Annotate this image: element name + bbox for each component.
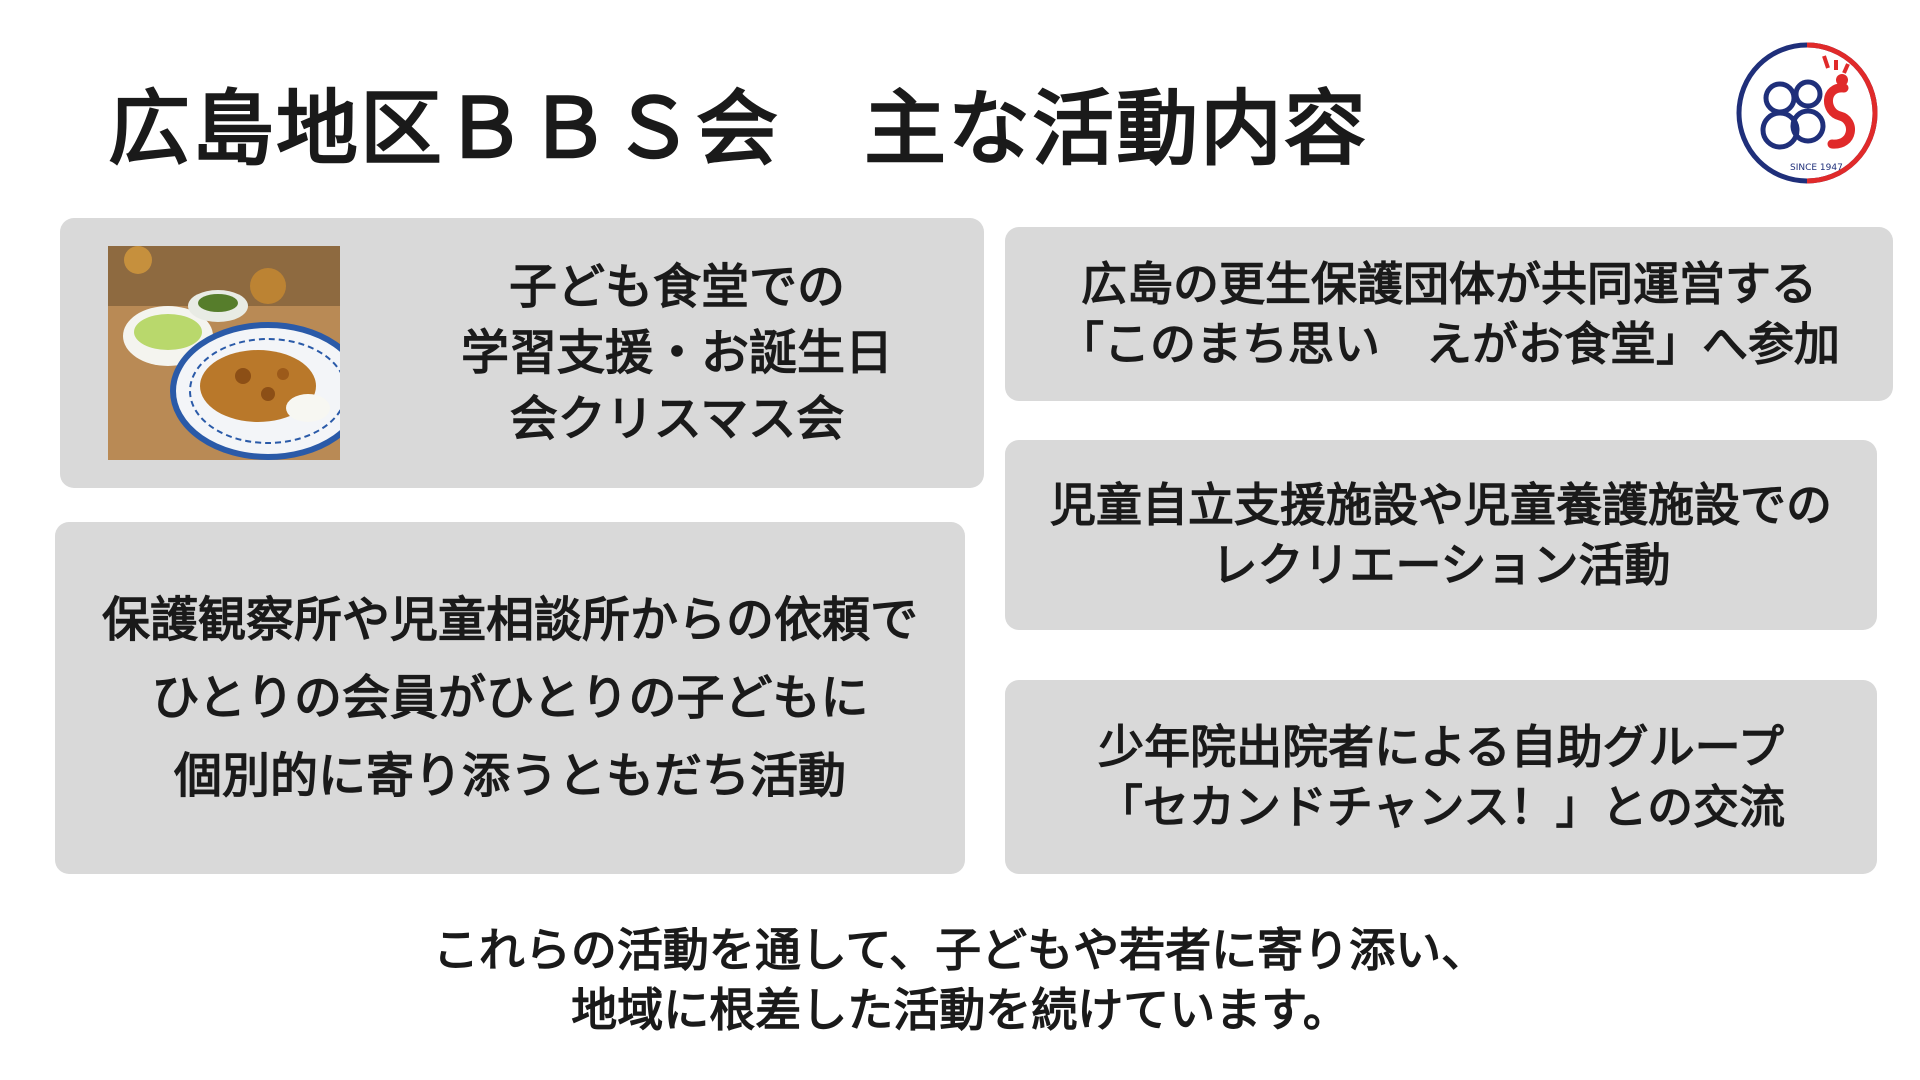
card-line: 学習支援・お誕生日 [460,325,893,381]
summary-line: 地域に根差した活動を続けています。 [571,983,1349,1037]
card-line: 児童自立支援施設や児童養護施設での [1050,478,1832,532]
card-line: 保護観察所や児童相談所からの依頼で [101,592,918,648]
activity-card-recreation: 児童自立支援施設や児童養護施設での レクリエーション活動 [1005,440,1877,630]
activity-card-tomodachi: 保護観察所や児童相談所からの依頼で ひとりの会員がひとりの子どもに 個別的に寄り… [55,522,965,874]
activity-card-egao-shokudo: 広島の更生保護団体が共同運営する 「このまち思い えがお食堂」へ参加 [1005,227,1893,401]
bbs-logo-icon: SINCE 1947 [1736,42,1878,184]
card-line: 個別的に寄り添うともだち活動 [173,748,846,804]
curry-rice-photo [108,246,340,460]
summary-text: これらの活動を通して、子どもや若者に寄り添い、 地域に根差した活動を続けています… [0,920,1920,1040]
card-line: 会クリスマス会 [509,391,845,447]
activity-card-second-chance: 少年院出院者による自助グループ 「セカンドチャンス！」との交流 [1005,680,1877,874]
activity-card-kids-cafeteria: 子ども食堂での 学習支援・お誕生日 会クリスマス会 [60,218,984,488]
card-line: 広島の更生保護団体が共同運営する [1081,257,1817,311]
page-title: 広島地区ＢＢＳ会 主な活動内容 [108,82,1369,177]
summary-line: これらの活動を通して、子どもや若者に寄り添い、 [432,923,1488,977]
card-line: 子ども食堂での [508,259,845,315]
card-line: 「このまち思い えがお食堂」へ参加 [1058,317,1840,371]
card-line: 「セカンドチャンス！」との交流 [1096,780,1786,834]
logo-since-text: SINCE 1947 [1790,163,1843,173]
card-line: 少年院出院者による自助グループ [1098,720,1784,774]
card-line: レクリエーション活動 [1211,538,1671,592]
card-line: ひとりの会員がひとりの子どもに [151,670,869,726]
